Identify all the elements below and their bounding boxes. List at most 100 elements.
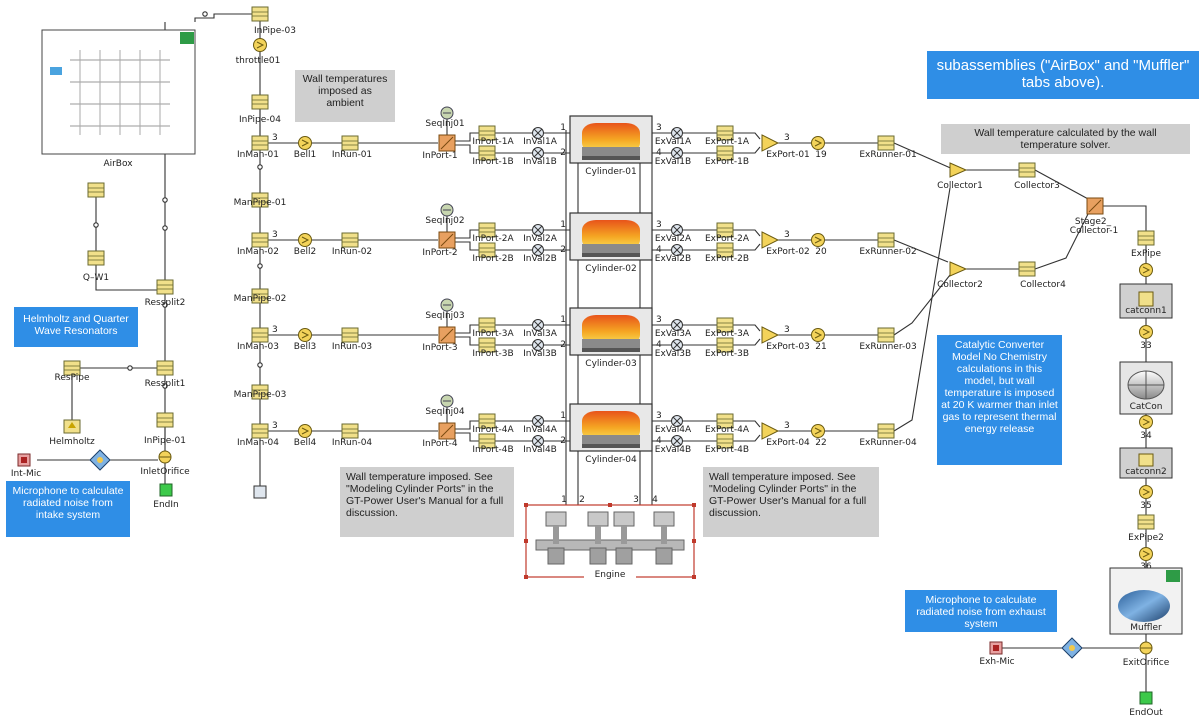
inman-02[interactable]	[251, 232, 269, 248]
exbell-4[interactable]	[811, 424, 825, 438]
throttle01[interactable]	[253, 38, 267, 52]
bell-33[interactable]	[1139, 325, 1153, 339]
mic-sensor-intake[interactable]	[89, 449, 111, 471]
export-04[interactable]	[761, 422, 780, 440]
cylinder-01[interactable]	[569, 115, 653, 164]
q-w1[interactable]	[87, 250, 105, 266]
inport-1b[interactable]	[478, 145, 496, 161]
inman-04[interactable]	[251, 423, 269, 439]
export-2a[interactable]	[716, 222, 734, 238]
exval4b[interactable]	[671, 435, 683, 447]
export-02[interactable]	[761, 231, 780, 249]
export-1a[interactable]	[716, 125, 734, 141]
inrun-04[interactable]	[341, 423, 359, 439]
manpipe-03[interactable]	[251, 384, 269, 400]
inval4b[interactable]	[532, 435, 544, 447]
ressplit1[interactable]	[156, 360, 174, 376]
exval3a[interactable]	[671, 319, 683, 331]
helmholtz[interactable]	[63, 419, 81, 434]
inport-4b[interactable]	[478, 433, 496, 449]
bell2[interactable]	[298, 233, 312, 247]
expipe[interactable]	[1137, 230, 1155, 246]
engine-crank[interactable]	[524, 503, 696, 579]
exrunner-02[interactable]	[877, 232, 895, 248]
manpipe-01[interactable]	[251, 192, 269, 208]
catconn1[interactable]	[1119, 283, 1173, 319]
endin[interactable]	[159, 483, 173, 497]
inport-3[interactable]	[438, 326, 456, 344]
inman-01[interactable]	[251, 135, 269, 151]
collector2[interactable]	[949, 261, 968, 277]
bell1[interactable]	[298, 136, 312, 150]
exval1b[interactable]	[671, 147, 683, 159]
seqinj01[interactable]	[440, 106, 454, 120]
export-03[interactable]	[761, 326, 780, 344]
inport-2b[interactable]	[478, 242, 496, 258]
expipe-bell[interactable]	[1139, 263, 1153, 277]
inletorifice[interactable]	[158, 450, 172, 464]
inrun-03[interactable]	[341, 327, 359, 343]
inport-2[interactable]	[438, 231, 456, 249]
exval3b[interactable]	[671, 339, 683, 351]
muffler-subassembly[interactable]	[1109, 567, 1183, 635]
inval1b[interactable]	[532, 147, 544, 159]
exval4a[interactable]	[671, 415, 683, 427]
collector3[interactable]	[1018, 162, 1036, 178]
catcon[interactable]	[1119, 361, 1173, 415]
inport-3a[interactable]	[478, 317, 496, 333]
expipe2[interactable]	[1137, 514, 1155, 530]
collector1[interactable]	[949, 162, 968, 178]
seqinj03[interactable]	[440, 298, 454, 312]
export-3a[interactable]	[716, 317, 734, 333]
bell-34[interactable]	[1139, 415, 1153, 429]
inval2b[interactable]	[532, 244, 544, 256]
intake-end-cap[interactable]	[253, 485, 267, 499]
manpipe-02[interactable]	[251, 288, 269, 304]
bell-35[interactable]	[1139, 485, 1153, 499]
bell4[interactable]	[298, 424, 312, 438]
inman-03[interactable]	[251, 327, 269, 343]
inval3b[interactable]	[532, 339, 544, 351]
exval1a[interactable]	[671, 127, 683, 139]
inpipe-04[interactable]	[251, 94, 269, 110]
inport-1a[interactable]	[478, 125, 496, 141]
airbox-subassembly[interactable]	[41, 29, 196, 155]
export-2b[interactable]	[716, 242, 734, 258]
inval4a[interactable]	[532, 415, 544, 427]
export-1b[interactable]	[716, 145, 734, 161]
inport-1[interactable]	[438, 134, 456, 152]
inport-3b[interactable]	[478, 337, 496, 353]
exbell-3[interactable]	[811, 328, 825, 342]
exbell-1[interactable]	[811, 136, 825, 150]
cylinder-03[interactable]	[569, 307, 653, 356]
cylinder-04[interactable]	[569, 403, 653, 452]
int-mic[interactable]	[17, 453, 31, 467]
exval2b[interactable]	[671, 244, 683, 256]
inrun-01[interactable]	[341, 135, 359, 151]
bell3[interactable]	[298, 328, 312, 342]
seqinj04[interactable]	[440, 394, 454, 408]
stage2-collector-1[interactable]	[1086, 197, 1104, 215]
export-01[interactable]	[761, 134, 780, 152]
collector4[interactable]	[1018, 261, 1036, 277]
catconn2[interactable]	[1119, 447, 1173, 479]
inpipe-03[interactable]	[251, 6, 269, 22]
inport-2a[interactable]	[478, 222, 496, 238]
exh-mic[interactable]	[989, 641, 1003, 655]
exbell-2[interactable]	[811, 233, 825, 247]
ressplit2[interactable]	[156, 279, 174, 295]
inpipe-01[interactable]	[156, 412, 174, 428]
cylinder-02[interactable]	[569, 212, 653, 261]
inrun-02[interactable]	[341, 232, 359, 248]
respipe[interactable]	[63, 360, 81, 376]
endout[interactable]	[1139, 691, 1153, 705]
export-4a[interactable]	[716, 413, 734, 429]
q-w1-top[interactable]	[87, 182, 105, 198]
inval1a[interactable]	[532, 127, 544, 139]
export-4b[interactable]	[716, 433, 734, 449]
exval2a[interactable]	[671, 224, 683, 236]
exrunner-04[interactable]	[877, 423, 895, 439]
inport-4[interactable]	[438, 422, 456, 440]
bell-36[interactable]	[1139, 547, 1153, 561]
inval3a[interactable]	[532, 319, 544, 331]
